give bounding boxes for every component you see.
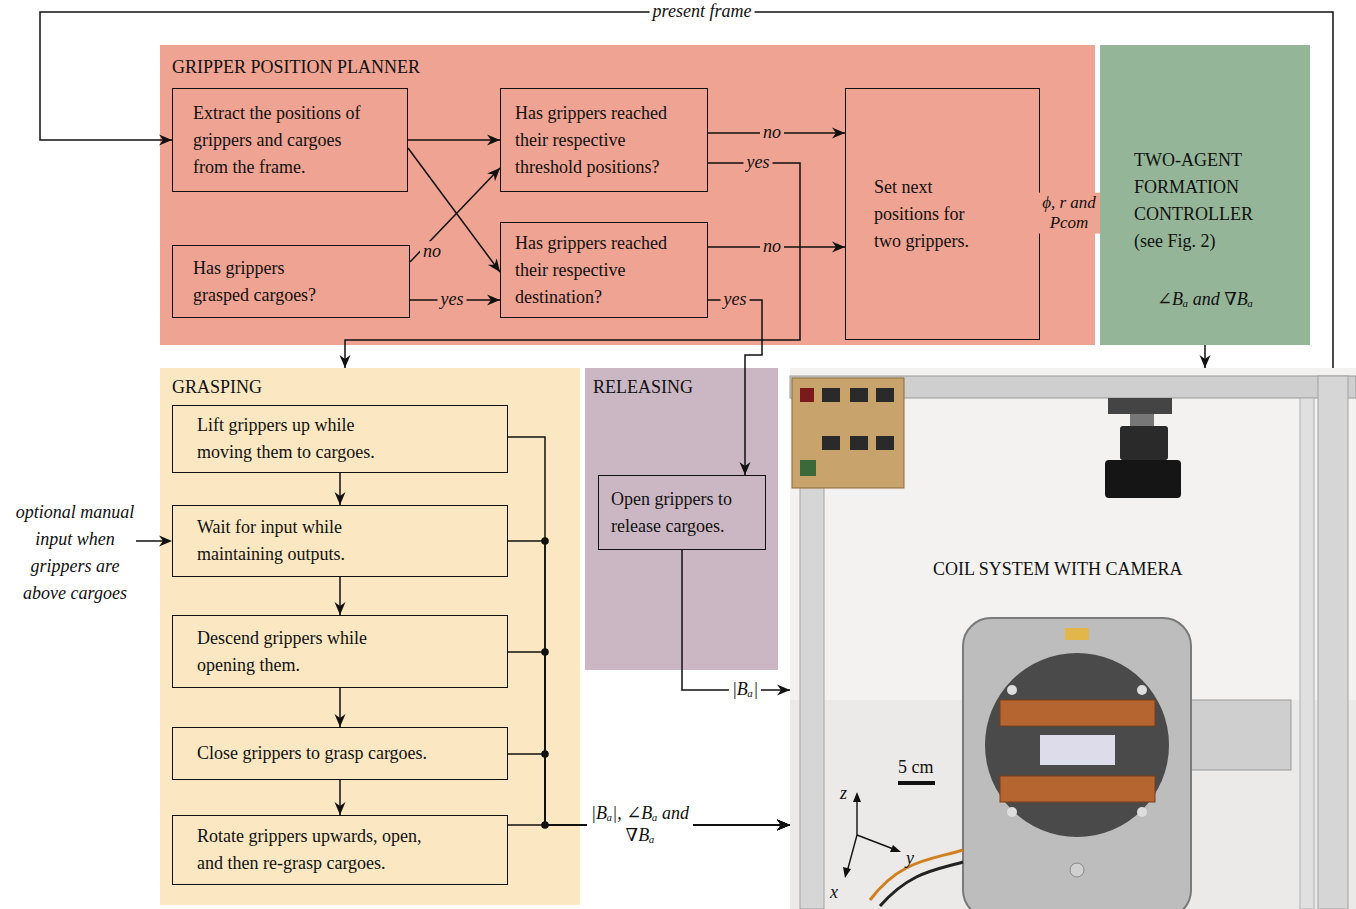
connector	[335, 780, 346, 815]
connector	[508, 541, 790, 831]
panel-title: GRASPING	[172, 374, 580, 401]
arrowhead	[488, 258, 500, 272]
connector-line	[408, 139, 500, 141]
edge-label: no	[420, 241, 444, 263]
node-text: Wait for input while maintaining outputs…	[197, 514, 402, 568]
node-text: Has grippers reached their respective th…	[515, 100, 691, 181]
arrowhead	[487, 135, 500, 146]
connector	[340, 163, 801, 368]
arrowhead	[340, 355, 351, 368]
connector-line	[708, 300, 762, 475]
node-text: Has grippers reached their respective de…	[515, 230, 691, 311]
edge-label: ϕ, r and Pcom	[1038, 193, 1100, 234]
edge-label: no	[760, 122, 784, 144]
arrowhead	[487, 168, 500, 181]
process-box: Extract the positions of grippers and ca…	[172, 88, 408, 192]
axis-label: x	[830, 879, 838, 906]
decision-box: Has grippers reached their respective th…	[500, 88, 708, 192]
connector	[1200, 345, 1211, 368]
node-text: Close grippers to grasp cargoes.	[197, 740, 482, 767]
cables	[870, 850, 963, 906]
junction-dot	[541, 537, 549, 545]
arrowhead	[740, 462, 751, 475]
edge-label: yes	[744, 152, 773, 174]
connector	[682, 550, 790, 696]
scale-label: 5 cm	[898, 754, 934, 781]
arrowhead	[335, 492, 346, 505]
edge-label: yes	[721, 289, 750, 311]
process-box: Wait for input while maintaining outputs…	[172, 505, 508, 577]
connector-line	[345, 163, 800, 368]
connector	[408, 135, 500, 146]
connector	[508, 437, 790, 831]
junction-dot	[541, 750, 549, 758]
node-text: Descend grippers while opening them.	[197, 625, 402, 679]
axes	[843, 792, 901, 878]
arrowhead	[832, 128, 845, 139]
node-text: Set next positions for two grippers.	[874, 174, 986, 255]
connector	[408, 148, 500, 272]
node-text: Open grippers to release cargoes.	[611, 486, 753, 540]
edge-label: |Bₐ|, ∠Bₐ and ∇Bₐ	[587, 803, 693, 846]
node-text: Rotate grippers upwards, open, and then …	[197, 823, 442, 877]
connector	[335, 688, 346, 727]
panel-title: GRIPPER POSITION PLANNER	[172, 54, 1095, 81]
process-box: Close grippers to grasp cargoes.	[172, 727, 508, 780]
connector-line	[508, 652, 790, 825]
connector	[335, 473, 346, 505]
note-text: optional manual input when grippers are …	[15, 499, 135, 607]
node-text: Extract the positions of grippers and ca…	[193, 100, 371, 181]
panel-title: RELEASING	[593, 374, 778, 401]
connector-line	[40, 12, 1333, 368]
control-board	[792, 378, 904, 488]
process-box: Set next positions for two grippers.	[845, 88, 1040, 340]
photo-background	[790, 368, 1356, 909]
node-text: Has grippers grasped cargoes?	[193, 255, 343, 309]
edge-label: ∠Bₐ and ∇Bₐ	[1154, 289, 1256, 311]
camera	[1105, 398, 1181, 498]
coil-system-photo: COIL SYSTEM WITH CAMERA	[790, 368, 1356, 909]
axis-label: z	[840, 780, 847, 807]
manual-input-arrow	[136, 536, 172, 547]
connector-line	[508, 437, 790, 825]
arrowhead	[335, 714, 346, 727]
process-box: Open grippers to release cargoes.	[598, 475, 766, 550]
arrowhead	[832, 242, 845, 253]
arrowhead	[777, 685, 790, 696]
connector-line	[508, 541, 790, 825]
arrowhead	[335, 802, 346, 815]
decision-box: Has grippers grasped cargoes?	[172, 245, 410, 318]
scale-bar	[898, 781, 935, 785]
edge-label: |Bₐ|	[729, 679, 761, 701]
arrowhead	[159, 135, 172, 146]
connector	[40, 12, 1333, 368]
arrowhead	[335, 602, 346, 615]
connector	[708, 300, 762, 475]
edge-label: no	[760, 236, 784, 258]
decision-box: Has grippers reached their respective de…	[500, 222, 708, 318]
arrowhead	[487, 295, 500, 306]
axis-label: y	[906, 845, 914, 872]
process-box: Lift grippers up while moving them to ca…	[172, 405, 508, 473]
junction-dot	[541, 821, 549, 829]
node-text: Lift grippers up while moving them to ca…	[197, 412, 402, 466]
edge-label: yes	[438, 289, 467, 311]
process-box: Rotate grippers upwards, open, and then …	[172, 815, 508, 885]
process-box: Descend grippers while opening them.	[172, 615, 508, 688]
edge-label: present frame	[650, 1, 755, 23]
connector-line	[410, 168, 500, 262]
planner-panel: GRIPPER POSITION PLANNER Extract the posi…	[160, 45, 1095, 345]
arrowhead	[777, 820, 790, 831]
connector-line	[408, 148, 500, 272]
panel-title: COIL SYSTEM WITH CAMERA	[933, 556, 1356, 582]
coil-system	[963, 618, 1291, 909]
connector	[410, 168, 500, 262]
panel-title: TWO-AGENT FORMATION CONTROLLER (see Fig.…	[1134, 147, 1284, 255]
junction-dot	[541, 648, 549, 656]
arrowhead	[1200, 355, 1211, 368]
connector	[335, 577, 346, 615]
connector-line	[682, 550, 790, 690]
